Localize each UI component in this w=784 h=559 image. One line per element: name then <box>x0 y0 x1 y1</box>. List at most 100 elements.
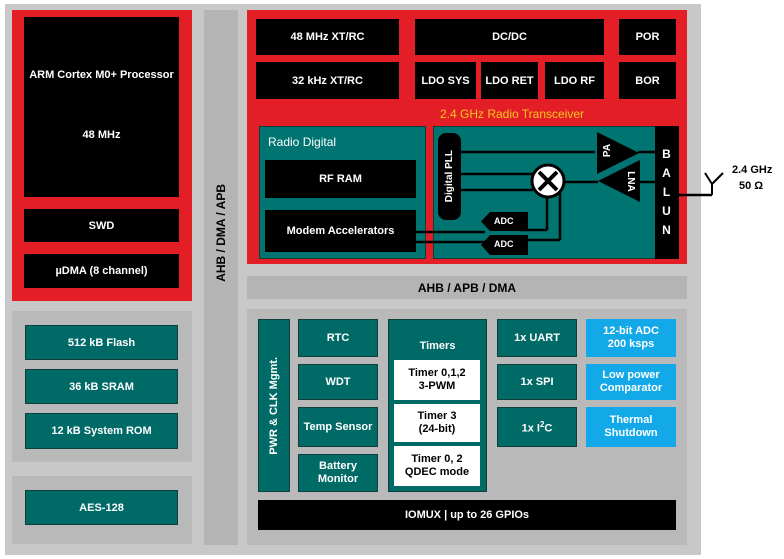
spi-label: 1x SPI <box>520 376 554 388</box>
wdt-label: WDT <box>325 376 351 388</box>
temp-sensor-box: Temp Sensor <box>298 407 378 447</box>
timer-3-box: Timer 3 (24-bit) <box>394 404 480 442</box>
balun-letter: L <box>662 185 672 199</box>
bor-label: BOR <box>635 74 660 87</box>
modem-label: Modem Accelerators <box>286 225 395 237</box>
thermal-shutdown-box: Thermal Shutdown <box>586 407 676 447</box>
processor-box: ARM Cortex M0+ Processor 48 MHz <box>24 17 179 197</box>
uart-label: 1x UART <box>514 332 560 344</box>
pa-label: PA <box>602 143 614 158</box>
rtc-label: RTC <box>326 332 350 344</box>
i2c-label: 1x I2C <box>522 420 553 435</box>
radio-digital-title: Radio Digital <box>268 135 337 149</box>
balun-letter: N <box>662 223 672 237</box>
mixer-icon <box>530 163 566 199</box>
lna-label: LNA <box>624 171 636 192</box>
aes-box: AES-128 <box>25 490 178 525</box>
timer-012-line1: Timer 0,1,2 <box>408 367 466 379</box>
thermal-line2: Shutdown <box>604 427 658 439</box>
dcdc-box: DC/DC <box>415 19 604 55</box>
temp-sensor-label: Temp Sensor <box>303 421 373 433</box>
battery-label-line1: Battery <box>319 460 357 472</box>
horizontal-bus: AHB / APB / DMA <box>247 276 687 299</box>
radio-title: 2.4 GHz Radio Transceiver <box>439 107 585 121</box>
adc-shapes <box>481 212 528 255</box>
ldo-sys-label: LDO SYS <box>421 74 470 87</box>
battery-monitor-box: Battery Monitor <box>298 454 378 492</box>
xt48-label: 48 MHz XT/RC <box>290 31 365 43</box>
rom-label: 12 kB System ROM <box>51 425 152 437</box>
processor-clock: 48 MHz <box>82 129 121 141</box>
flash-label: 512 kB Flash <box>67 336 136 349</box>
i2c-label-prefix: 1x I <box>521 422 540 435</box>
timer-qdec-line2: QDEC mode <box>404 466 470 478</box>
aes-label: AES-128 <box>79 501 124 514</box>
ldo-sys-box: LDO SYS <box>415 62 476 99</box>
adc-12bit-line1: 12-bit ADC <box>603 325 659 337</box>
timers-title: Timers <box>419 340 456 352</box>
ldo-ret-box: LDO RET <box>481 62 538 99</box>
battery-label-line2: Monitor <box>317 473 359 485</box>
ldo-rf-box: LDO RF <box>545 62 604 99</box>
processor-label: ARM Cortex M0+ Processor <box>29 69 174 81</box>
por-label: POR <box>635 31 660 43</box>
i2c-box: 1x I2C <box>497 407 577 447</box>
udma-label: µDMA (8 channel) <box>55 265 148 277</box>
pll-box: Digital PLL <box>438 133 461 220</box>
timer-012-box: Timer 0,1,2 3-PWM <box>394 360 480 400</box>
xt32-label: 32 kHz XT/RC <box>292 74 363 87</box>
vertical-bus: AHB / DMA / APB <box>204 10 238 545</box>
por-box: POR <box>619 19 676 55</box>
iomux-bar: IOMUX | up to 26 GPIOs <box>258 500 676 530</box>
bor-box: BOR <box>619 62 676 99</box>
adc-label-2: ADC <box>494 239 514 249</box>
modem-box: Modem Accelerators <box>265 210 416 252</box>
balun-letter: U <box>662 204 672 218</box>
iomux-label: IOMUX | up to 26 GPIOs <box>404 509 530 521</box>
rf-ram-box: RF RAM <box>265 160 416 198</box>
swd-box: SWD <box>24 209 179 242</box>
comparator-box: Low power Comparator <box>586 364 676 400</box>
timer-3-line2: (24-bit) <box>418 423 456 435</box>
sram-label: 36 kB SRAM <box>69 380 134 393</box>
i2c-label-suffix: C <box>544 422 553 435</box>
balun-letter: B <box>662 147 672 161</box>
spi-box: 1x SPI <box>497 364 577 400</box>
balun-box: B A L U N <box>655 126 679 259</box>
ldo-ret-label: LDO RET <box>485 74 534 87</box>
adc-label-1: ADC <box>494 216 514 226</box>
wdt-box: WDT <box>298 364 378 400</box>
adc-12bit-line2: 200 ksps <box>607 338 655 350</box>
antenna-frequency: 2.4 GHz <box>732 164 773 176</box>
rtc-box: RTC <box>298 319 378 357</box>
timer-qdec-line1: Timer 0, 2 <box>411 453 463 465</box>
comparator-line1: Low power <box>602 369 660 381</box>
i2c-label-superscript: 2 <box>539 419 545 429</box>
thermal-line1: Thermal <box>609 414 653 426</box>
pll-label: Digital PLL <box>444 150 455 203</box>
antenna-icon <box>700 172 724 197</box>
timer-012-line2: 3-PWM <box>418 380 456 392</box>
balun-letter: A <box>662 166 672 180</box>
rf-ram-label: RF RAM <box>319 173 362 185</box>
swd-label: SWD <box>88 219 115 232</box>
udma-box: µDMA (8 channel) <box>24 254 179 288</box>
xt32-box: 32 kHz XT/RC <box>256 62 399 99</box>
adc-12bit-box: 12-bit ADC 200 ksps <box>586 319 676 357</box>
timer-qdec-box: Timer 0, 2 QDEC mode <box>394 446 480 486</box>
flash-box: 512 kB Flash <box>25 325 178 360</box>
xt48-box: 48 MHz XT/RC <box>256 19 399 55</box>
pwr-clk-box: PWR & CLK Mgmt. <box>258 319 290 492</box>
sram-box: 36 kB SRAM <box>25 369 178 404</box>
antenna-impedance: 50 Ω <box>739 180 764 192</box>
timer-3-line1: Timer 3 <box>417 410 457 422</box>
horizontal-bus-label: AHB / APB / DMA <box>417 280 517 295</box>
rom-box: 12 kB System ROM <box>25 413 178 449</box>
pwr-clk-label: PWR & CLK Mgmt. <box>268 356 280 455</box>
ldo-rf-label: LDO RF <box>554 74 595 87</box>
dcdc-label: DC/DC <box>492 31 527 43</box>
uart-box: 1x UART <box>497 319 577 357</box>
pa-amplifier-icon <box>597 132 639 174</box>
comparator-line2: Comparator <box>599 382 663 394</box>
